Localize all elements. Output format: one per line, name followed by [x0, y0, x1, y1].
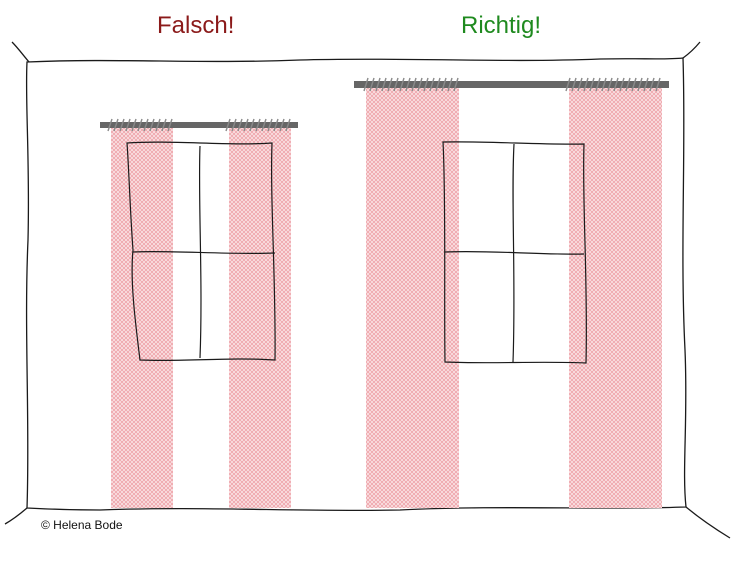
- room-edge-top-left: [11, 41, 30, 63]
- room-edge-bottom-left: [4, 507, 28, 525]
- wrong-window: [126, 141, 276, 362]
- copyright-credit: © Helena Bode: [41, 518, 123, 532]
- wrong-example: [100, 118, 298, 508]
- wrong-curtain-rod: [100, 122, 298, 128]
- room-edge-top-right: [682, 41, 701, 59]
- right-window-frame: [442, 141, 588, 364]
- wrong-window-mullion: [198, 145, 202, 359]
- right-window: [442, 141, 588, 364]
- rod-rings-icon: [107, 118, 291, 132]
- right-label: Richtig!: [461, 12, 542, 39]
- wrong-left-curtain: [111, 128, 173, 508]
- right-example: [354, 77, 669, 508]
- wrong-window-frame: [126, 141, 276, 362]
- wrong-right-curtain: [229, 128, 291, 508]
- right-curtain-rod: [354, 81, 669, 88]
- wrong-label: Falsch!: [157, 12, 235, 39]
- room-edge-bottom-right: [685, 506, 731, 539]
- rod-rings-icon: [363, 77, 661, 92]
- right-window-transom: [444, 250, 585, 255]
- right-window-mullion: [512, 143, 515, 363]
- right-right-curtain: [569, 87, 662, 508]
- room-back-wall: [25, 57, 687, 512]
- wrong-window-transom: [132, 250, 276, 255]
- room-outline: [4, 41, 731, 539]
